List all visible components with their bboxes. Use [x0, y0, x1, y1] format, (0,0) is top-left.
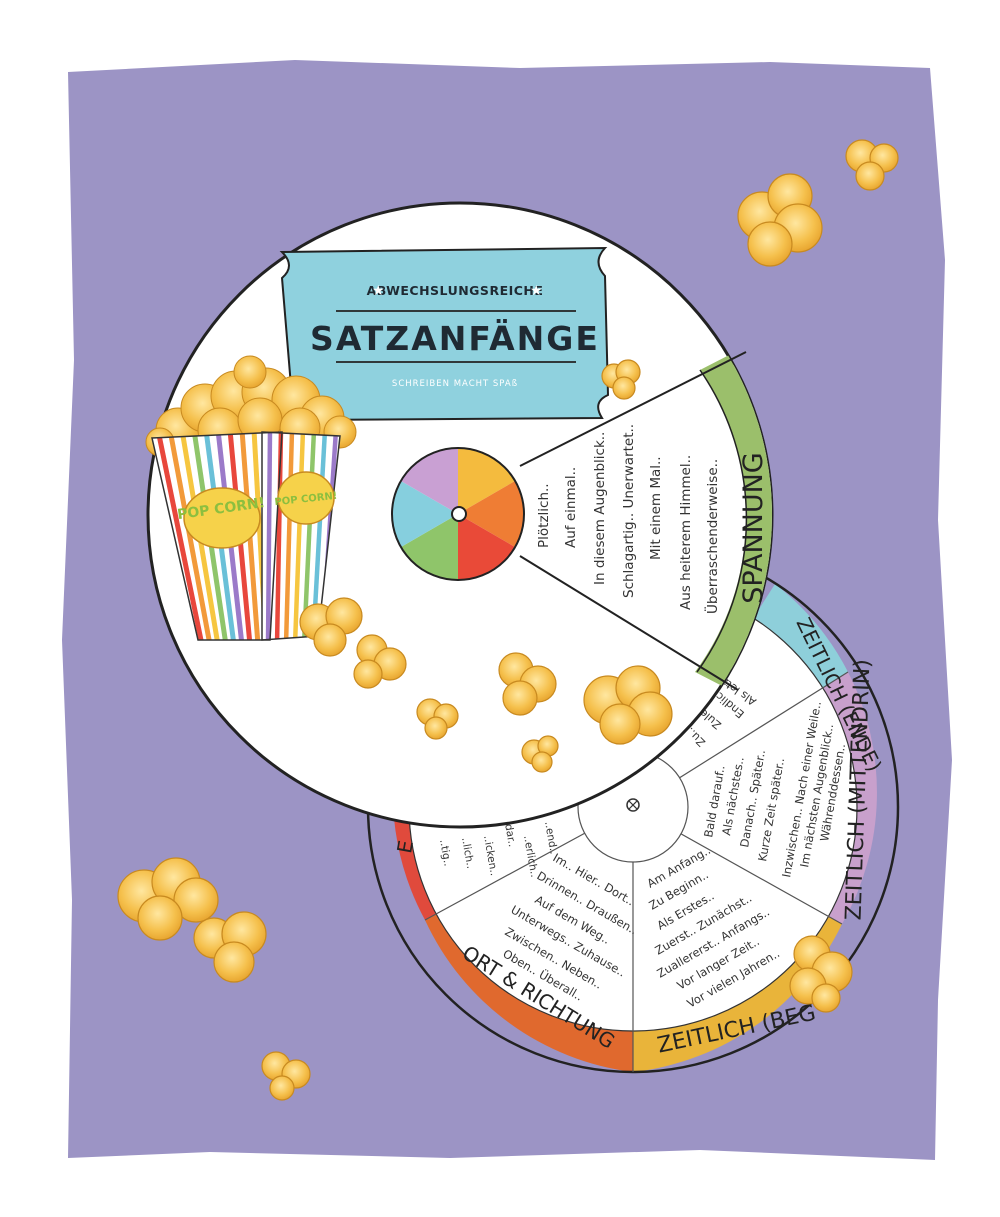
- popcorn-icon: [261, 1051, 311, 1101]
- list-item: Überraschenderweise..: [703, 459, 721, 614]
- popcorn-icon: [498, 652, 557, 716]
- window-edge-top: [519, 351, 747, 467]
- popcorn-icon: [299, 597, 363, 657]
- list-item: Auf einmal..: [563, 467, 579, 548]
- list-item: In diesem Augenblick..: [592, 432, 608, 585]
- ticket-kicker: ABWECHSLUNGSREICHE: [367, 283, 544, 298]
- popcorn-icon: [845, 139, 899, 191]
- list-item: ..tig..: [437, 838, 454, 867]
- color-index-wheel: [391, 447, 525, 581]
- popcorn-icon: [117, 857, 219, 941]
- list-item: Schlagartig.. Unerwartet..: [621, 424, 637, 598]
- category-spannung: SPANNUNG: [738, 452, 769, 603]
- front-wheel-pin[interactable]: [451, 506, 467, 522]
- list-item: Mit einem Mal..: [648, 456, 664, 560]
- window-edge-bottom: [519, 555, 739, 691]
- popcorn-icon: [737, 173, 823, 267]
- popcorn-icon: [193, 911, 267, 983]
- list-item: Plötzlich..: [536, 483, 552, 548]
- popcorn-icon: [353, 634, 407, 689]
- list-spannung: Plötzlich.. Auf einmal.. In diesem Augen…: [536, 424, 721, 614]
- back-wheel[interactable]: ZEITLICH (MITTENDRIN) ZEITLICH (BEG ORT …: [366, 540, 900, 1074]
- popcorn-icon: [416, 698, 459, 740]
- background-popcorn: [117, 139, 899, 1101]
- popcorn-icon: [601, 359, 641, 400]
- list-item: ..lich..: [459, 836, 476, 869]
- popcorn-label-right: POP CORN!: [274, 471, 338, 525]
- star-icon: ★: [372, 283, 385, 299]
- star-icon: ★: [530, 283, 543, 299]
- popcorn-icon: [521, 735, 559, 773]
- list-item: Aus heiterem Himmel..: [678, 455, 694, 610]
- popcorn-label-left: POP CORN!: [176, 487, 266, 549]
- popcorn-icon: [583, 665, 673, 745]
- popcorn-icon: [789, 935, 853, 1013]
- ticket-subtitle: SCHREIBEN MACHT SPAß: [392, 379, 518, 389]
- ticket-title: SATZANFÄNGE: [310, 318, 600, 358]
- list-item: ..end..: [542, 820, 560, 855]
- popcorn-box: POP CORN! POP CORN!: [145, 355, 357, 641]
- category-partial-left: E: [392, 838, 418, 855]
- popcorn-pieces: [299, 359, 673, 773]
- list-zeitlich-beginn: Am Anfang.. Zu Beginn.. Als Erstes.. Zue…: [645, 843, 783, 1011]
- title-ticket: ABWECHSLUNGSREICHE ★ ★ SATZANFÄNGE SCHRE…: [279, 246, 610, 422]
